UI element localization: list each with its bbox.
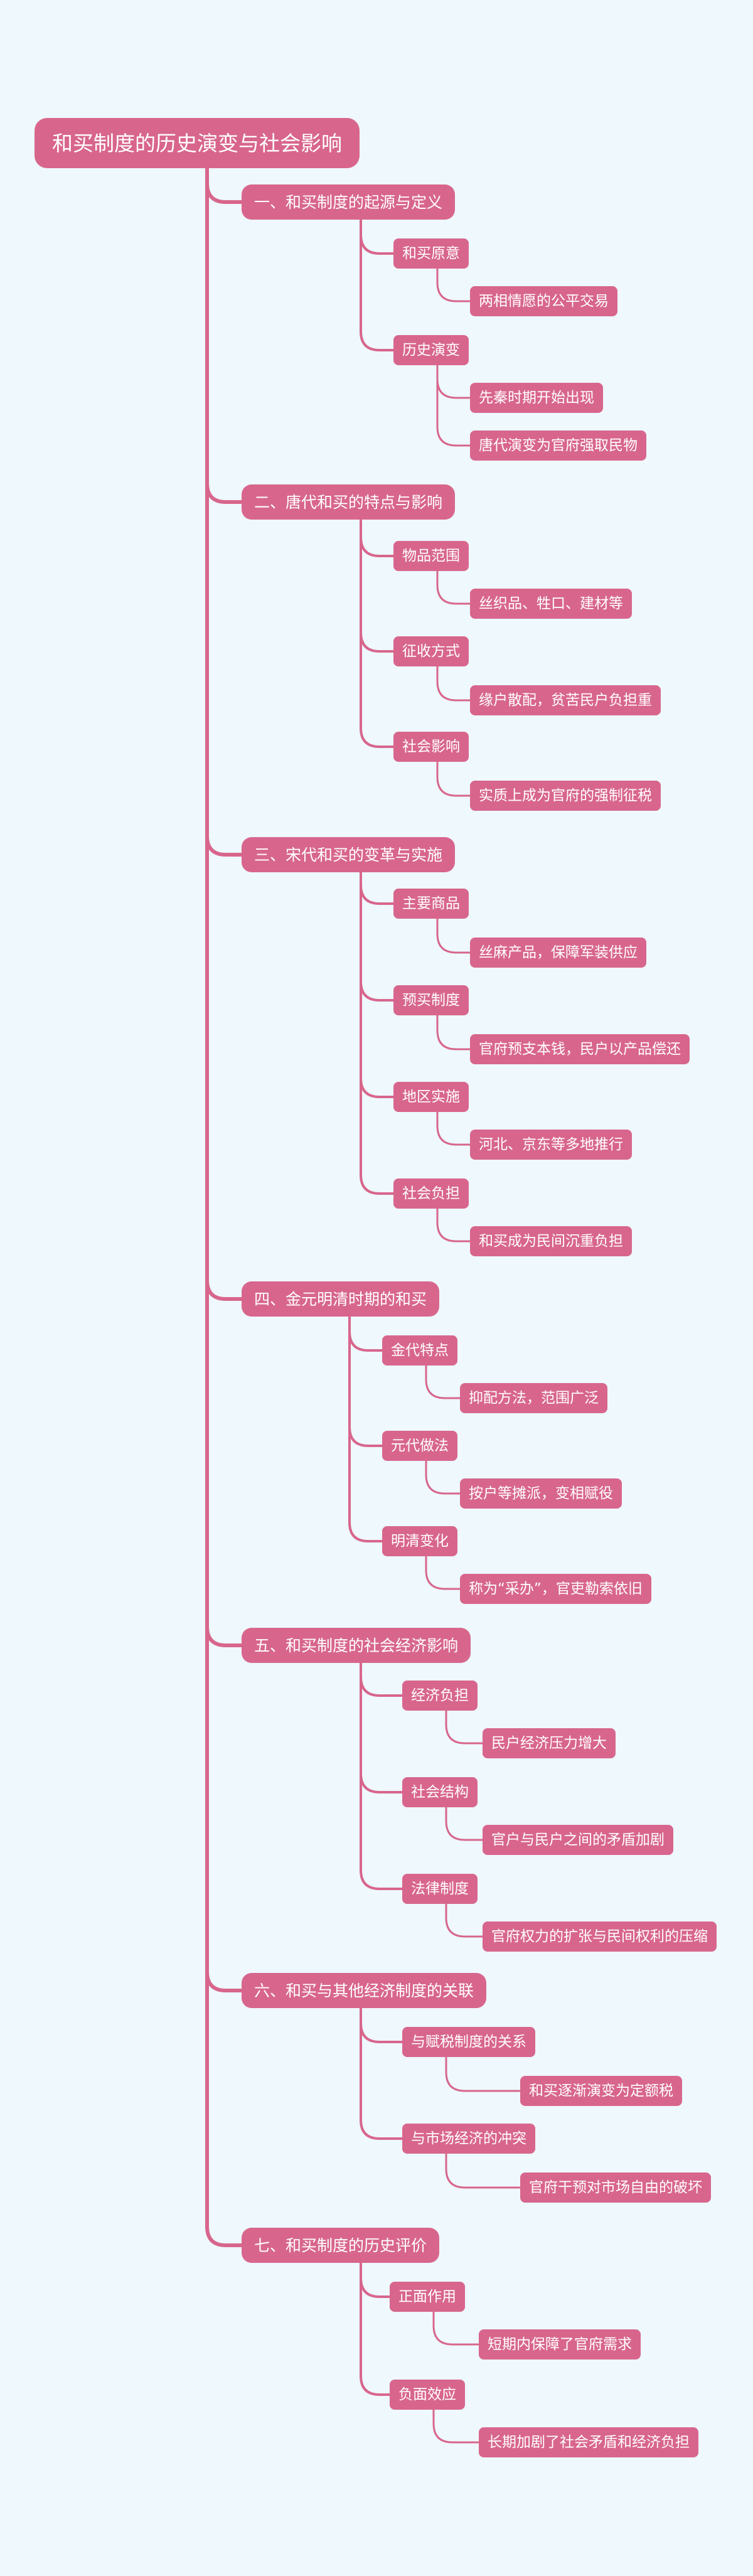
edge-branch-2-sub-1 xyxy=(360,518,395,557)
edge-sub-5-1-leaf-1 xyxy=(445,1709,484,1745)
edge-sub-4-1-leaf-1 xyxy=(425,1364,461,1399)
branch-5-sub-3[interactable]: 法律制度 xyxy=(402,1874,478,1904)
branch-3-sub-3-leaf-1[interactable]: 河北、京东等多地推行 xyxy=(470,1130,632,1160)
branch-5[interactable]: 五、和买制度的社会经济影响 xyxy=(242,1628,471,1663)
branch-2-sub-1-leaf-1[interactable]: 丝织品、牲口、建材等 xyxy=(470,589,632,619)
branch-3-sub-1[interactable]: 主要商品 xyxy=(393,889,469,919)
edge-branch-2-sub-2 xyxy=(360,518,395,653)
branch-7-sub-2[interactable]: 负面效应 xyxy=(390,2380,465,2410)
edge-sub-7-1-leaf-1 xyxy=(432,2311,480,2346)
edge-branch-4-sub-3 xyxy=(348,1315,383,1542)
branch-5-sub-1-leaf-1[interactable]: 民户经济压力增大 xyxy=(483,1728,616,1758)
edge-sub-3-4-leaf-1 xyxy=(436,1207,471,1243)
edge-sub-4-3-leaf-1 xyxy=(425,1555,461,1590)
edge-sub-5-3-leaf-1 xyxy=(445,1903,484,1938)
edge-sub-2-1-leaf-1 xyxy=(436,570,471,605)
edge-sub-6-1-leaf-1 xyxy=(445,2056,521,2092)
edge-sub-1-2-leaf-1 xyxy=(436,364,471,399)
edge-sub-5-2-leaf-1 xyxy=(445,1806,484,1841)
branch-1-sub-1-leaf-1[interactable]: 两相情愿的公平交易 xyxy=(470,286,617,316)
branch-5-sub-1[interactable]: 经济负担 xyxy=(402,1681,478,1711)
branch-3-sub-4[interactable]: 社会负担 xyxy=(393,1178,469,1209)
edge-branch-4-sub-1 xyxy=(348,1315,383,1352)
edge-branch-6-sub-1 xyxy=(360,2007,403,2043)
edge-sub-4-2-leaf-1 xyxy=(425,1460,461,1495)
branch-3-sub-1-leaf-1[interactable]: 丝麻产品，保障军装供应 xyxy=(470,938,646,968)
branch-4-sub-2-leaf-1[interactable]: 按户等摊派，变相赋役 xyxy=(460,1478,622,1509)
branch-6[interactable]: 六、和买与其他经济制度的关联 xyxy=(242,1973,487,2008)
edge-branch-7-sub-1 xyxy=(360,2262,391,2298)
mindmap-root[interactable]: 和买制度的历史演变与社会影响 xyxy=(35,118,360,168)
branch-7-sub-2-leaf-1[interactable]: 长期加剧了社会矛盾和经济负担 xyxy=(479,2427,698,2457)
edge-sub-7-2-leaf-1 xyxy=(432,2408,480,2444)
branch-7-sub-1[interactable]: 正面作用 xyxy=(390,2282,465,2312)
edge-branch-3-sub-2 xyxy=(360,871,395,1002)
branch-2-sub-3[interactable]: 社会影响 xyxy=(393,732,469,762)
branch-4[interactable]: 四、金元明清时期的和买 xyxy=(242,1281,440,1317)
branch-6-sub-1[interactable]: 与赋税制度的关系 xyxy=(402,2027,535,2057)
branch-3-sub-2-leaf-1[interactable]: 官府预支本钱，民户以产品偿还 xyxy=(470,1034,690,1064)
edge-branch-3-sub-4 xyxy=(360,871,395,1195)
branch-6-sub-2-leaf-1[interactable]: 官府干预对市场自由的破坏 xyxy=(520,2172,711,2203)
branch-4-sub-3[interactable]: 明清变化 xyxy=(382,1526,457,1556)
branch-1-sub-2-leaf-1[interactable]: 先秦时期开始出现 xyxy=(470,383,603,413)
edge-branch-1-sub-1 xyxy=(360,218,395,255)
edge-sub-3-3-leaf-1 xyxy=(436,1111,471,1146)
branch-4-sub-2[interactable]: 元代做法 xyxy=(382,1431,457,1461)
branch-2-sub-2[interactable]: 征收方式 xyxy=(393,636,469,666)
branch-7-sub-1-leaf-1[interactable]: 短期内保障了官府需求 xyxy=(479,2329,641,2360)
branch-1-sub-2[interactable]: 历史演变 xyxy=(393,335,469,365)
edge-branch-2-sub-3 xyxy=(360,518,395,748)
branch-1[interactable]: 一、和买制度的起源与定义 xyxy=(242,184,456,220)
edge-branch-5-sub-3 xyxy=(360,1662,403,1890)
branch-4-sub-1[interactable]: 金代特点 xyxy=(382,1335,457,1365)
branch-3-sub-4-leaf-1[interactable]: 和买成为民间沉重负担 xyxy=(470,1226,632,1256)
branch-6-sub-1-leaf-1[interactable]: 和买逐渐演变为定额税 xyxy=(520,2076,682,2106)
edge-sub-2-2-leaf-1 xyxy=(436,665,471,702)
edge-branch-6-sub-2 xyxy=(360,2007,403,2140)
edge-root-branch-5 xyxy=(205,166,243,1647)
edge-sub-3-2-leaf-1 xyxy=(436,1014,471,1050)
edge-sub-3-1-leaf-1 xyxy=(436,917,471,954)
edge-sub-2-3-leaf-1 xyxy=(436,761,471,797)
edge-sub-1-2-leaf-2 xyxy=(436,364,471,447)
branch-2-sub-1[interactable]: 物品范围 xyxy=(393,541,469,571)
edge-branch-3-sub-1 xyxy=(360,871,395,905)
edge-sub-6-2-leaf-1 xyxy=(445,2152,521,2189)
edge-branch-7-sub-2 xyxy=(360,2262,391,2396)
edge-root-branch-1 xyxy=(205,166,243,204)
edge-root-branch-3 xyxy=(205,166,243,857)
branch-2-sub-3-leaf-1[interactable]: 实质上成为官府的强制征税 xyxy=(470,781,661,811)
edge-branch-5-sub-2 xyxy=(360,1662,403,1793)
edge-root-branch-4 xyxy=(205,166,243,1301)
edge-branch-3-sub-3 xyxy=(360,871,395,1098)
branch-6-sub-2[interactable]: 与市场经济的冲突 xyxy=(402,2124,535,2154)
edge-branch-1-sub-2 xyxy=(360,218,395,351)
edge-branch-4-sub-2 xyxy=(348,1315,383,1447)
branch-3-sub-3[interactable]: 地区实施 xyxy=(393,1082,469,1112)
branch-1-sub-1[interactable]: 和买原意 xyxy=(393,238,469,269)
branch-5-sub-2[interactable]: 社会结构 xyxy=(402,1777,478,1807)
edge-root-branch-6 xyxy=(205,166,243,1992)
branch-3[interactable]: 三、宋代和买的变革与实施 xyxy=(242,837,456,872)
edge-branch-5-sub-1 xyxy=(360,1662,403,1697)
edge-root-branch-7 xyxy=(205,166,243,2247)
branch-4-sub-1-leaf-1[interactable]: 抑配方法，范围广泛 xyxy=(460,1383,607,1413)
branch-3-sub-2[interactable]: 预买制度 xyxy=(393,985,469,1015)
branch-4-sub-3-leaf-1[interactable]: 称为“采办”，官吏勒索依旧 xyxy=(460,1574,651,1604)
edge-sub-1-1-leaf-1 xyxy=(436,267,471,302)
branch-5-sub-2-leaf-1[interactable]: 官户与民户之间的矛盾加剧 xyxy=(483,1825,673,1855)
edge-root-branch-2 xyxy=(205,166,243,504)
branch-1-sub-2-leaf-2[interactable]: 唐代演变为官府强取民物 xyxy=(470,430,646,461)
branch-5-sub-3-leaf-1[interactable]: 官府权力的扩张与民间权利的压缩 xyxy=(483,1921,717,1952)
branch-2[interactable]: 二、唐代和买的特点与影响 xyxy=(242,484,456,520)
branch-7[interactable]: 七、和买制度的历史评价 xyxy=(242,2228,440,2263)
branch-2-sub-2-leaf-1[interactable]: 缘户散配，贫苦民户负担重 xyxy=(470,685,661,715)
